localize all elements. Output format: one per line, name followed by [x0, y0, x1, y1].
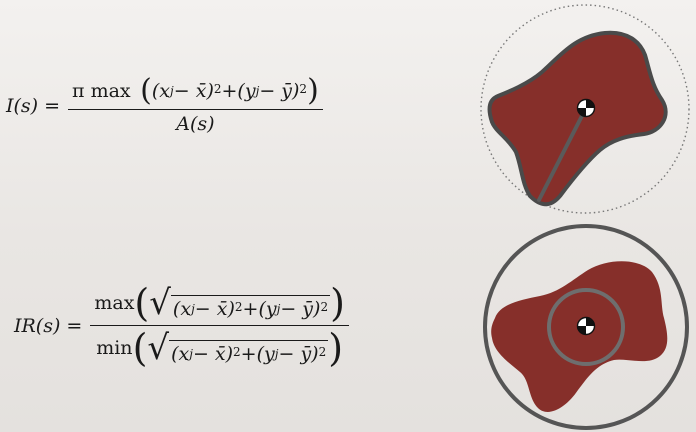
centroid-marker-icon [576, 98, 596, 118]
max-radius-line [537, 106, 588, 202]
region-shape [491, 261, 668, 412]
formula-inertia-denominator: A(s) [176, 113, 215, 136]
fraction-bar [90, 325, 349, 327]
sqrt-sign: √ [147, 328, 170, 369]
region-shape [487, 30, 668, 207]
fraction-bar [68, 109, 323, 111]
bounding-circle-dotted [480, 4, 690, 214]
inner-circle [547, 288, 625, 366]
inertia-ratio-illustration [483, 224, 689, 430]
formula-inertia-lhs: I(s) = [6, 94, 61, 117]
inertia-illustration [480, 4, 690, 214]
formula-ratio-lhs: IR(s) = [14, 314, 83, 337]
outer-circle [483, 224, 689, 430]
centroid-marker-icon [576, 316, 596, 336]
sqrt-sign: √ [149, 283, 171, 323]
